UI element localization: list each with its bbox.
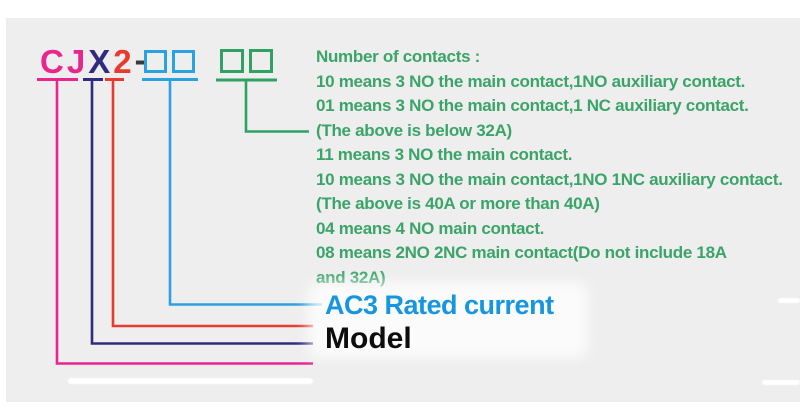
contacts-note-line: 11 means 3 NO the main contact. [316, 145, 573, 164]
model-code: CJX2- [40, 41, 149, 80]
current-code-box-1 [144, 50, 167, 73]
contacts-note-line: (The above is below 32A) [316, 120, 512, 140]
contacts-note-line: (The above is 40A or more than 40A) [316, 194, 600, 213]
code-digit-2: 2 [113, 43, 133, 80]
label-backdrop-glow [308, 282, 588, 358]
contacts-note-line: 08 means 2NO 2NC main contact(Do not inc… [316, 243, 727, 262]
contacts-note-line: 01 means 3 NO the main contact,1 NC auxi… [316, 96, 749, 115]
contacts-note-line: 10 means 3 NO the main contact,1NO 1NC a… [316, 169, 783, 189]
current-code-box-2 [172, 50, 195, 73]
contacts-note-line: 10 means 3 NO the main contact,1NO auxil… [316, 71, 746, 91]
contact-code-box-1 [220, 49, 244, 73]
contacts-note-title: Number of contacts : [316, 47, 481, 66]
code-letter-x: X [88, 43, 112, 80]
contacts-note-line: and 32A) [316, 267, 386, 287]
glare-streak [778, 298, 800, 303]
contacts-note-line: 04 means 4 NO main contact. [316, 218, 545, 238]
glare-streak [762, 380, 800, 385]
model-label: Model [325, 322, 412, 355]
code-letter-c: C [40, 43, 65, 80]
glare-streak [68, 378, 313, 384]
contact-code-box-2 [249, 49, 273, 73]
code-dash-separator: - [134, 41, 147, 78]
contacts-note: Number of contacts : 10 means 3 NO the m… [316, 45, 783, 290]
code-letter-j: J [66, 43, 87, 80]
ac3-rated-current-label: AC3 Rated current [325, 290, 554, 320]
